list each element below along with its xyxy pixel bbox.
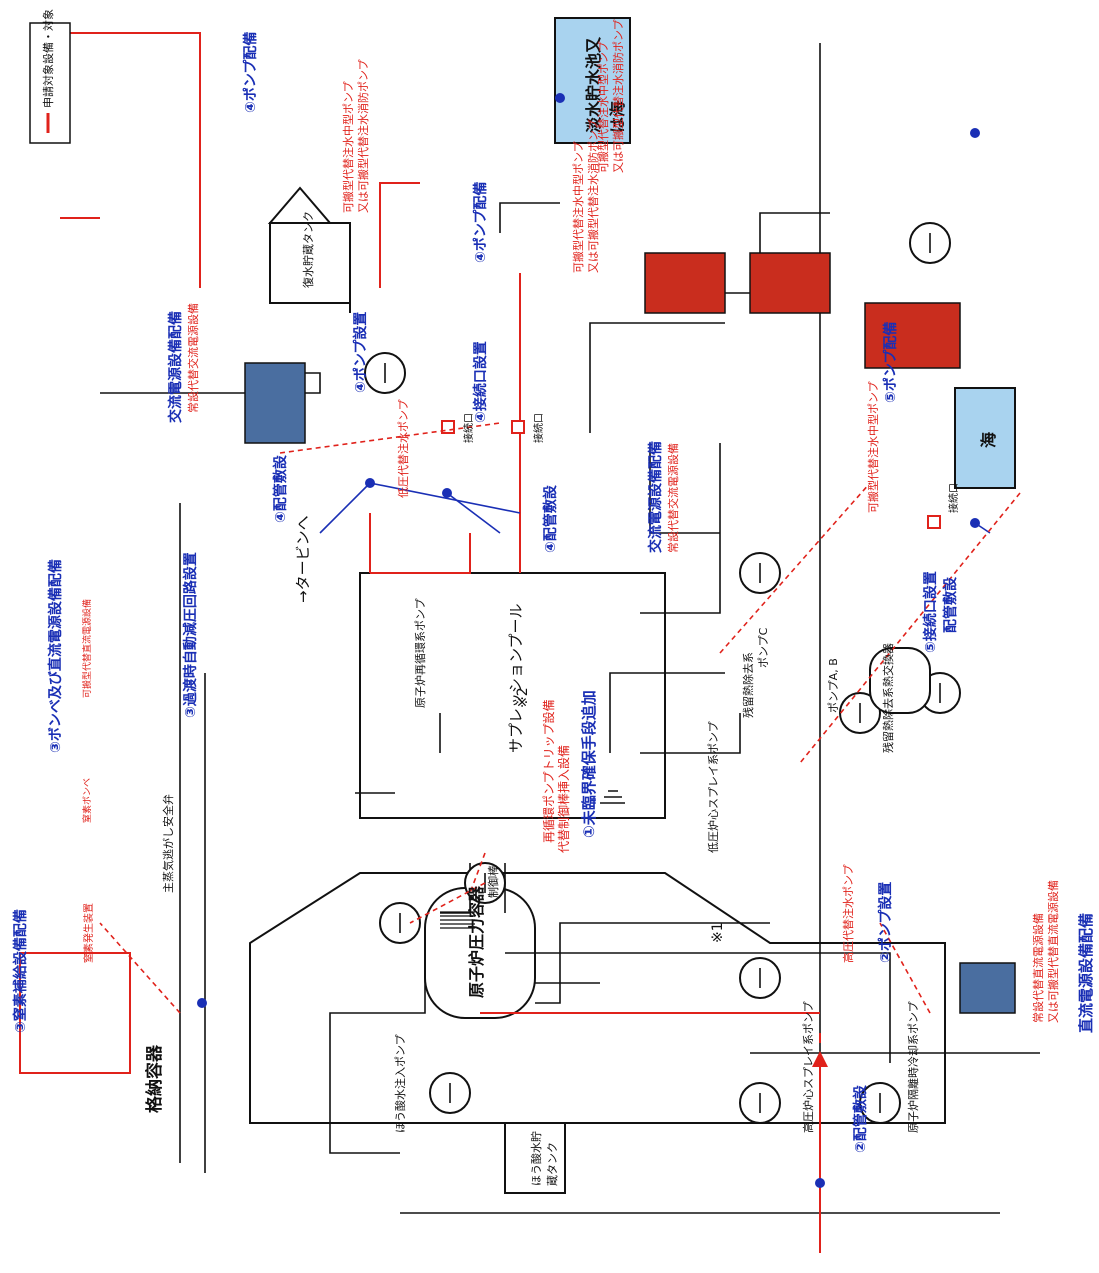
item2-pump-label: ②ポンプ設置: [875, 882, 895, 963]
rpv-label: 原子炉圧力容器: [463, 886, 487, 998]
safety-valve-label: 主蒸気逃がし安全弁: [160, 794, 176, 893]
legend-text: 申請対象設備・対象: [40, 9, 56, 108]
ac-power-b-sub: 常設代替交流電源設備: [665, 443, 681, 553]
rhr-hx-label: 残留熱除去系熱交換器: [880, 643, 896, 753]
item4-connect-label: ④接続口設置: [470, 341, 490, 423]
boric-pump-label: ほう酸水注入ポンプ: [392, 1034, 408, 1133]
truck-caption-sea: 可搬型代替注水中型ポンプ: [865, 381, 881, 513]
lp-alt-pump-label: 低圧代替注水ポンプ: [395, 399, 411, 498]
turbine-label: →タービンへ: [292, 515, 313, 603]
item5-pump-deploy-label: ⑤ポンプ配備: [880, 322, 900, 403]
suppression-pool-label: サプレッションプール: [505, 603, 526, 753]
connection-label-3: 接続口: [945, 483, 960, 513]
item4-pump-install-label: ④ポンプ設置: [350, 312, 370, 393]
sea-label: 海: [975, 432, 999, 448]
ref1-label: ※1: [710, 922, 726, 943]
rhr-pump-ab-label: ポンプA, B: [825, 658, 841, 713]
rcic-pump-label: 原子炉隔離時冷却系ポンプ: [905, 1001, 921, 1133]
lpcs-pump-label: 低圧炉心スプレイ系ポンプ: [705, 721, 721, 853]
item3-bombe-label: ③ボンベ及び直流電源設備配備: [45, 559, 65, 753]
item4-pipe-b-label: ④配管敷設: [540, 485, 560, 553]
boric-tank-label: ほう酸水貯蔵タンク: [528, 1126, 560, 1186]
truck-caption-a1: 可搬型代替注水中型ポンプ: [340, 81, 356, 213]
dc-device-small-label: 可搬型代替直流電源設備: [80, 599, 93, 698]
item1-sub2: 代替制御棒挿入設備: [555, 745, 572, 853]
rhr-label: 残留熱除去系: [740, 652, 756, 718]
truck-caption-c2: 又は可搬型代替注水消防ポンプ: [610, 19, 626, 173]
item3-valve-label: ③過渡時自動減圧回路設置: [180, 552, 200, 718]
item3-n2-label: ③窒素補給設備配備: [10, 909, 30, 1033]
condensate-tank-label: 復水貯蔵タンク: [300, 211, 316, 288]
control-rod-label: 制御棒: [485, 865, 501, 898]
hp-alt-pump-label: 高圧代替注水ポンプ: [840, 864, 856, 963]
item4-pipe-a-label: ④配管敷設: [270, 455, 290, 523]
n2-bombe-label: 窒素ボンベ: [80, 778, 93, 823]
dc-power-title: 直流電源設備配備: [1075, 913, 1096, 1033]
item1-label: ①未臨界確保手段追加: [578, 690, 599, 838]
truck-caption-a2: 又は可搬型代替注水消防ポンプ: [355, 59, 371, 213]
ac-power-a-sub: 常設代替交流電源設備: [185, 303, 201, 413]
item4-pump-deploy-a-label: ④ポンプ配備: [240, 32, 260, 113]
item5-connect-pipe-label: 配管敷設: [940, 577, 960, 633]
item5-connect-label: ⑤接続口設置: [920, 571, 940, 653]
truck-caption-c1: 可搬型代替注水中型ポンプ: [595, 41, 611, 173]
containment-label: 格納容器: [140, 1045, 165, 1113]
recirc-pump-label: 原子炉再循環系ポンプ: [412, 598, 428, 708]
ac-power-b-title: 交流電源設備配備: [645, 441, 665, 553]
dc-power-sub2: 又は可搬型代替直流電源設備: [1045, 880, 1061, 1023]
ref2-label: ※2: [515, 687, 531, 708]
dc-power-sub1: 常設代替直流電源設備: [1030, 913, 1046, 1023]
connection-label-2: 接続口: [530, 413, 545, 443]
item2-pipe-label: ②配管敷設: [850, 1085, 870, 1153]
truck-caption-b1: 可搬型代替注水中型ポンプ: [570, 141, 586, 273]
item4-pump-deploy-b-label: ④ポンプ配備: [470, 182, 490, 263]
hpcs-pump-label: 高圧炉心スプレイ系ポンプ: [800, 1001, 816, 1133]
rhr-pump-c-label: ポンプC: [755, 628, 771, 668]
n2-generator-label: 窒素発生装置: [80, 903, 95, 963]
ac-power-a-title: 交流電源設備配備: [165, 311, 185, 423]
